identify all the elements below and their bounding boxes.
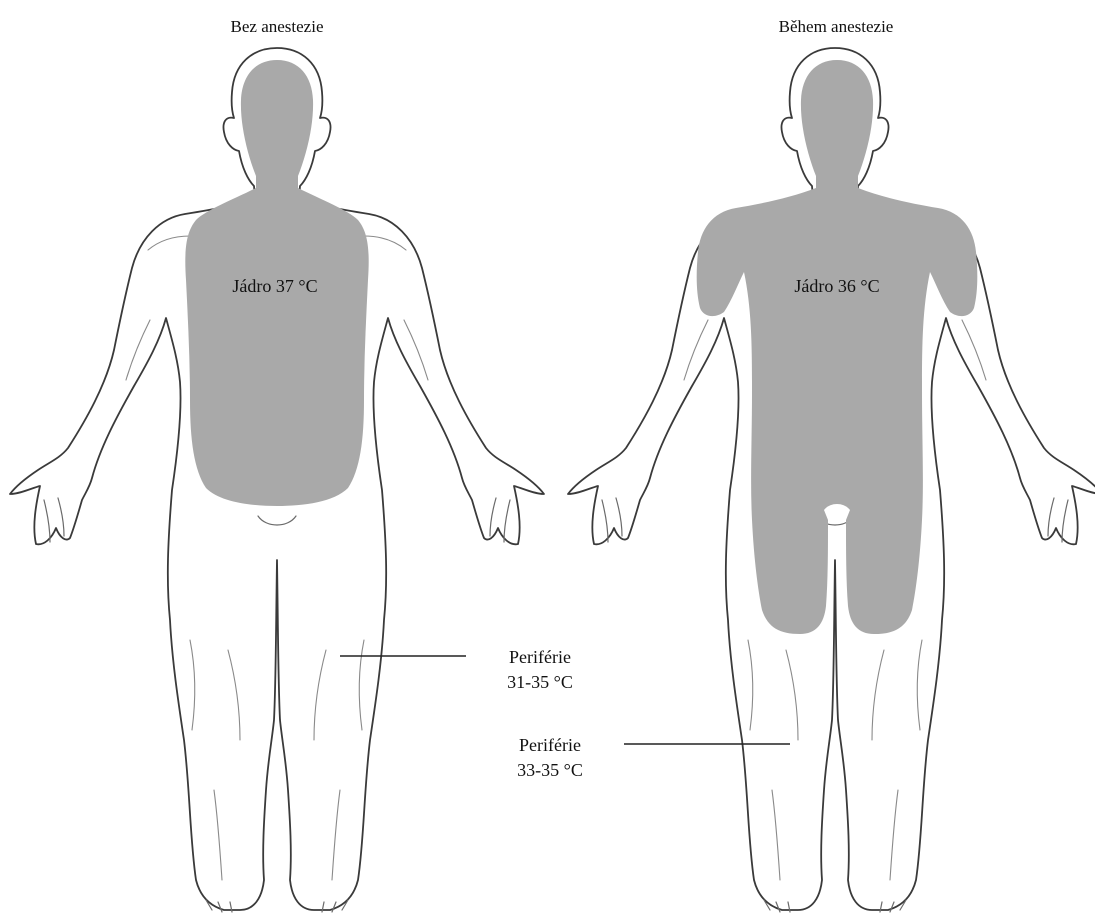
periphery-range-left: 31-35 °C (507, 672, 573, 692)
title-without-anesthesia: Bez anestezie (231, 17, 324, 36)
figure-during-anesthesia: Během anestezie Jádro 36 °C Periférie 33… (517, 17, 1095, 912)
core-label-left: Jádro 37 °C (232, 276, 317, 296)
periphery-label-right: Periférie (519, 735, 581, 755)
periphery-label-left: Periférie (509, 647, 571, 667)
periphery-range-right: 33-35 °C (517, 760, 583, 780)
figure-without-anesthesia: Bez anestezie Jádro 37 °C Periférie 31-3… (10, 17, 573, 912)
title-during-anesthesia: Během anestezie (779, 17, 894, 36)
core-label-right: Jádro 36 °C (794, 276, 879, 296)
